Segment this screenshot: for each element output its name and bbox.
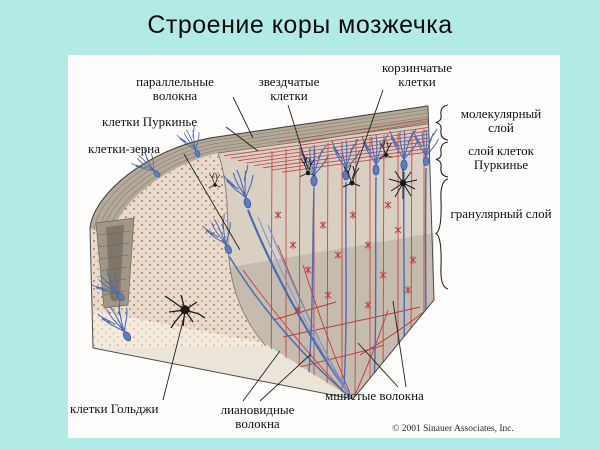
- slide-title: Строение коры мозжечка: [147, 11, 453, 39]
- cerebellum-diagram: [89, 89, 449, 402]
- block-outline: [89, 105, 435, 400]
- label-stellate-cells: звездчатые клетки: [258, 74, 320, 104]
- layer-brace-granular: [434, 178, 449, 290]
- label-basket-cells: корзинчатые клетки: [381, 60, 453, 90]
- granule-dots-texture: [90, 153, 266, 348]
- label-climbing-fibers: лиановидные волокна: [220, 402, 295, 432]
- pointer-lines: [162, 89, 407, 402]
- label-golgi-cells: клетки Гольджи: [70, 401, 159, 416]
- label-granular-layer: гранулярный слой: [450, 206, 552, 221]
- label-parallel-fibers: параллельные волокна: [136, 74, 214, 104]
- bottom-highlight: [92, 310, 353, 399]
- basket-cell-drawings: [208, 140, 418, 199]
- vertical-red-fibers: [270, 129, 425, 399]
- layer-brace-purkinje: [435, 141, 449, 178]
- mossy-fiber-lines: [272, 301, 431, 368]
- diagram-panel: параллельные волокна звездчатые клетки к…: [68, 55, 560, 438]
- layer-braces: [434, 104, 449, 290]
- purkinje-axons: [307, 167, 427, 388]
- label-purkinje-cells: клетки Пуркинье: [102, 114, 198, 129]
- layer-brace-molecular: [435, 104, 449, 141]
- label-mossy-fibers: мшистые волокна: [325, 388, 424, 403]
- copyright-credit: © 2001 Sinauer Associates, Inc.: [392, 424, 514, 434]
- golgi-cell-drawing: [164, 294, 206, 329]
- label-molecular-layer: молекулярный слой: [460, 106, 542, 136]
- label-purkinje-cell-layer: слой клеток Пуркинье: [468, 143, 534, 173]
- label-granule-cells: клетки-зерна: [88, 141, 160, 156]
